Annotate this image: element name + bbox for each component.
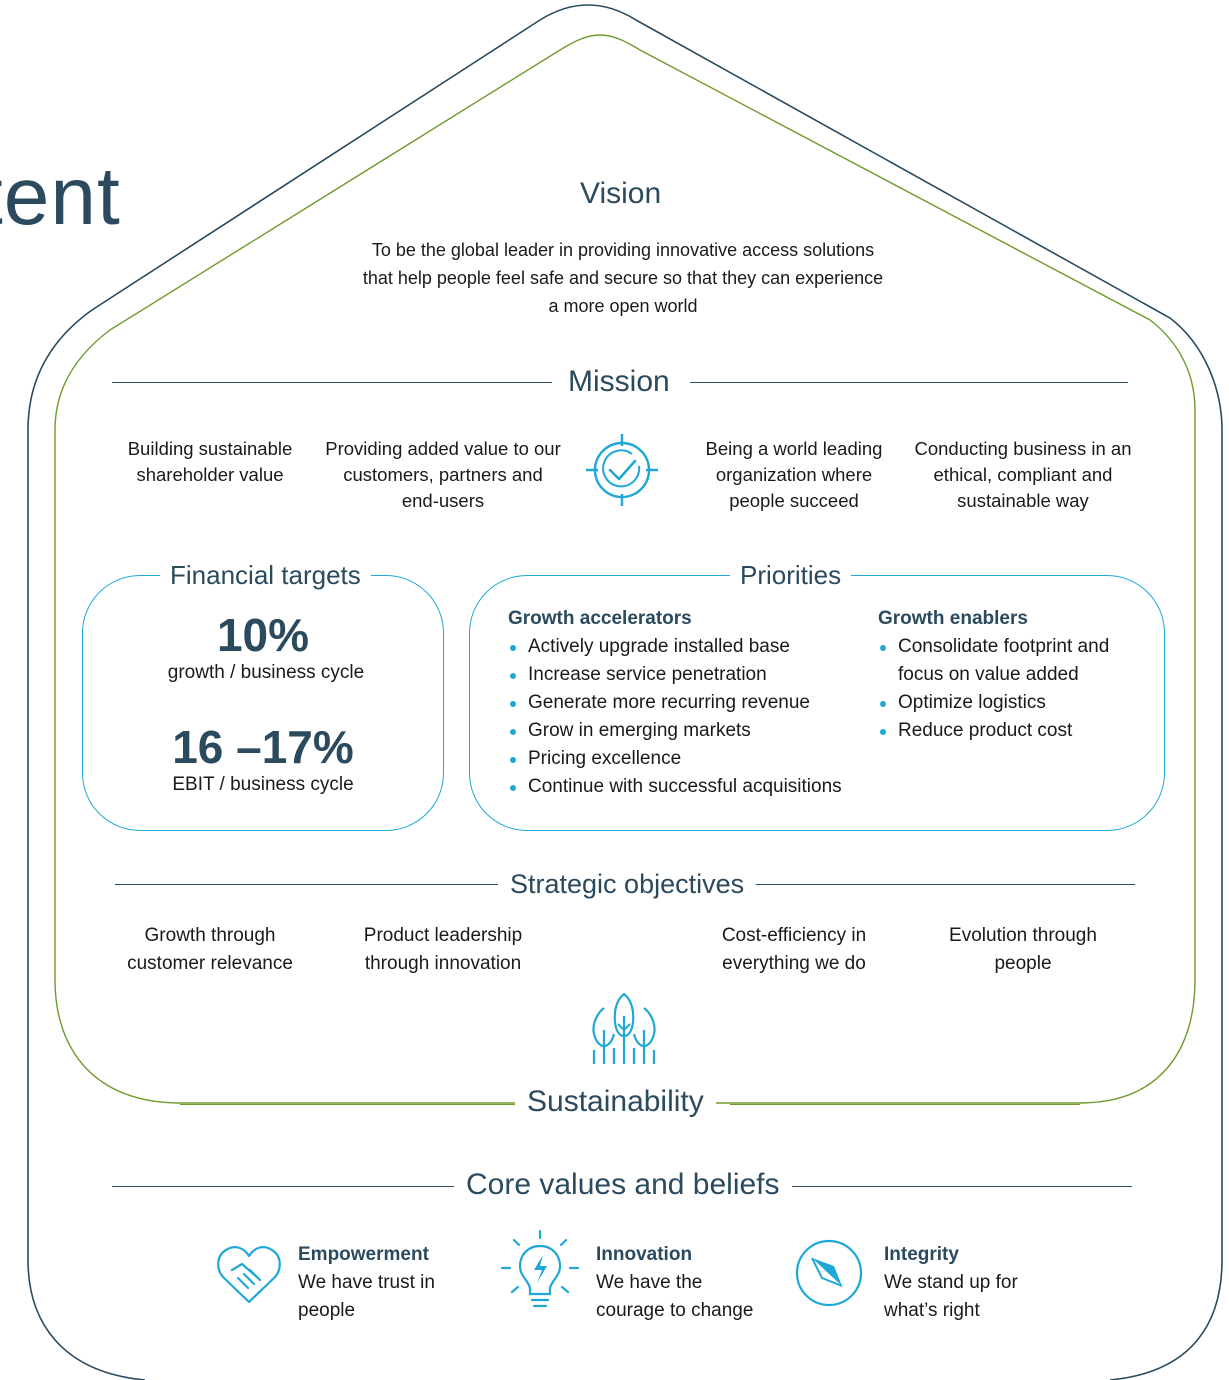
list-item: Actively upgrade installed base: [508, 633, 842, 661]
list-item: Optimize logistics: [878, 689, 1138, 717]
value-desc-innovation: We have the courage to change: [596, 1272, 754, 1321]
page-title-fragment: tent: [0, 151, 121, 242]
mission-item: Conducting business in an ethical, compl…: [914, 438, 1132, 511]
sustainability-heading: Sustainability: [515, 1084, 716, 1120]
value-name-integrity: Integrity: [884, 1244, 959, 1265]
list-item: Grow in emerging markets: [508, 717, 842, 745]
mission-item: Building sustainable shareholder value: [127, 438, 293, 485]
objective-item: Growth through customer relevance: [127, 925, 293, 974]
target-check-icon: [586, 434, 658, 506]
growth-accelerators-list: Actively upgrade installed base Increase…: [508, 633, 842, 801]
value-desc-integrity: We stand up for what’s right: [884, 1272, 1018, 1321]
lightbulb-icon: [500, 1229, 580, 1308]
priorities-heading: Priorities: [730, 560, 852, 590]
ebit-target-label: EBIT / business cycle: [172, 774, 354, 795]
financial-targets-heading: Financial targets: [160, 560, 371, 590]
outer-house-outline: [27, 4, 1223, 1380]
objective-item: Evolution through people: [949, 925, 1097, 974]
list-item: Reduce product cost: [878, 717, 1138, 745]
sustainability-divider-left: [180, 1104, 515, 1105]
mission-divider-left: [112, 382, 552, 383]
list-item: Continue with successful acquisitions: [508, 773, 842, 801]
inner-house-outline: [54, 34, 1196, 1104]
list-item: Increase service penetration: [508, 661, 842, 689]
growth-enablers-heading: Growth enablers: [878, 608, 1028, 629]
core-values-divider-left: [112, 1186, 457, 1187]
mission-heading: Mission: [556, 364, 682, 400]
mission-divider-right: [690, 382, 1128, 383]
objective-item: Product leadership through innovation: [363, 925, 523, 974]
value-desc-empowerment: We have trust in people: [298, 1272, 435, 1321]
ebit-target-value: 16 –17%: [172, 721, 354, 773]
objective-item: Cost-efficiency in everything we do: [721, 925, 867, 974]
objectives-divider-left: [115, 884, 505, 885]
growth-enablers-list: Consolidate footprint and focus on value…: [878, 633, 1138, 745]
value-name-empowerment: Empowerment: [298, 1244, 429, 1265]
mission-item: Being a world leading organization where…: [705, 438, 883, 511]
list-item: Pricing excellence: [508, 745, 842, 773]
compass-icon: [795, 1239, 863, 1307]
growth-target-label: growth / business cycle: [167, 662, 365, 683]
core-values-divider-right: [786, 1186, 1132, 1187]
vision-heading: Vision: [568, 176, 674, 212]
handshake-heart-icon: [217, 1246, 281, 1304]
vision-text: To be the global leader in providing inn…: [362, 240, 884, 316]
objectives-divider-right: [755, 884, 1135, 885]
strategic-objectives-heading: Strategic objectives: [498, 866, 757, 902]
growth-target-value: 10%: [216, 609, 310, 661]
financial-targets-card: [82, 575, 444, 831]
trees-icon: [592, 992, 656, 1064]
value-name-innovation: Innovation: [596, 1244, 693, 1265]
growth-accelerators-heading: Growth accelerators: [508, 608, 692, 629]
list-item: Generate more recurring revenue: [508, 689, 842, 717]
mission-item: Providing added value to our customers, …: [325, 438, 561, 511]
core-values-heading: Core values and beliefs: [454, 1167, 792, 1203]
list-item: Consolidate footprint and focus on value…: [878, 633, 1138, 689]
sustainability-divider-right: [730, 1104, 1080, 1105]
